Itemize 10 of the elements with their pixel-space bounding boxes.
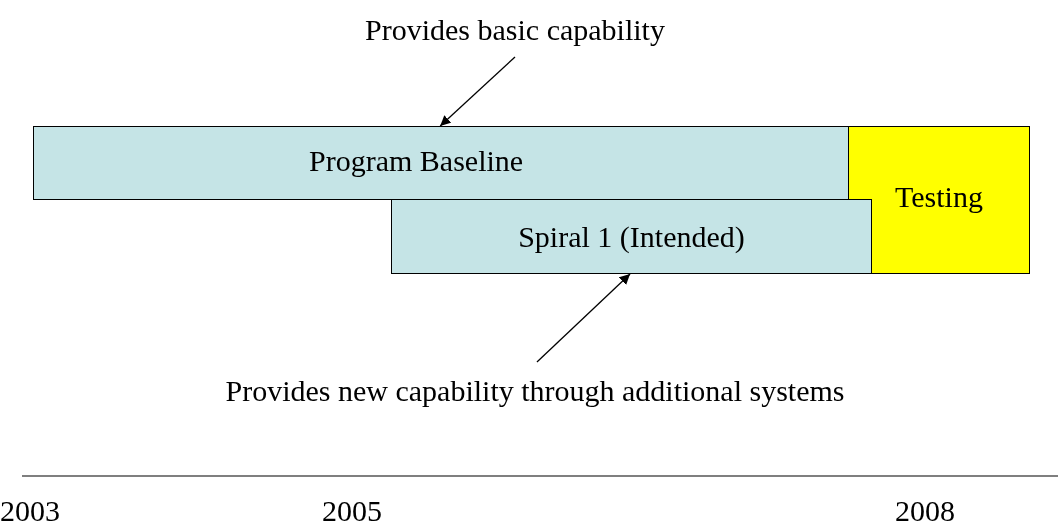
year-label: 2008 [895,494,955,528]
timeline-bar: Spiral 1 (Intended) [391,199,872,274]
callout-text: Provides basic capability [300,10,730,50]
year-label: 2005 [322,494,382,528]
leader-arrow [439,56,516,127]
callout-text: Provides new capability through additional systems [140,370,930,412]
timeline-bar: Program Baseline [33,126,849,200]
leader-arrow [536,273,631,363]
testing-bar: Testing [848,126,1030,274]
year-label: 2003 [0,494,60,528]
